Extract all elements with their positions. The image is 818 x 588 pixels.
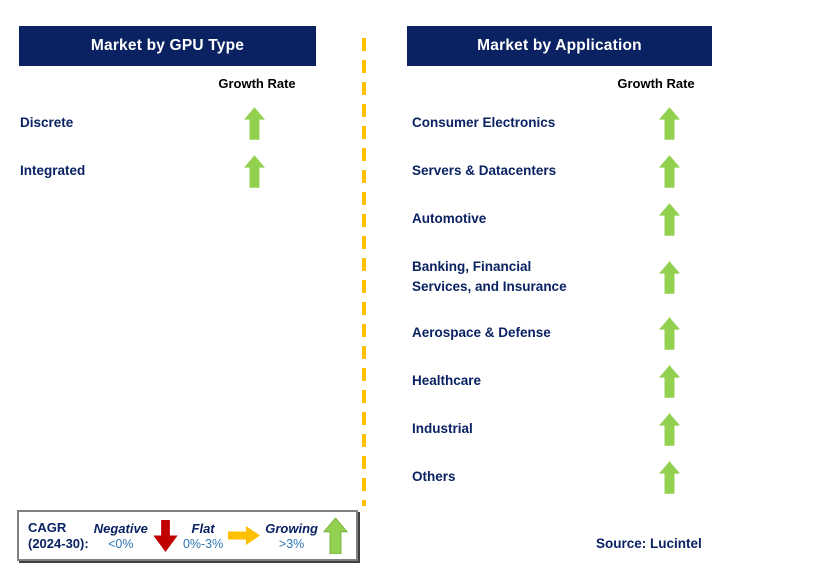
legend-flat-label: Flat — [191, 520, 215, 536]
legend-entry-flat: Flat 0%-3% — [182, 520, 261, 551]
legend-title-line2: (2024-30): — [28, 535, 89, 551]
growing-up-arrow-icon — [322, 516, 349, 554]
flat-right-arrow-icon — [228, 526, 261, 545]
segment-row-banking-financial-insurance: Banking, Financial Services, and Insuran… — [412, 253, 680, 301]
segment-label: Consumer Electronics — [412, 115, 556, 131]
segment-row-automotive: Automotive — [412, 195, 680, 243]
negative-down-arrow-icon — [153, 519, 178, 552]
growing-up-arrow-icon — [659, 460, 680, 494]
growing-up-arrow-icon — [659, 316, 680, 350]
segment-label: Discrete — [20, 115, 74, 131]
segment-row-industrial: Industrial — [412, 405, 680, 453]
segment-row-integrated: Integrated — [20, 147, 265, 195]
segment-label: Automotive — [412, 211, 487, 227]
growing-up-arrow-icon — [244, 106, 265, 140]
legend-negative-range: <0% — [108, 536, 134, 551]
segment-row-healthcare: Healthcare — [412, 357, 680, 405]
growing-up-arrow-icon — [659, 202, 680, 236]
legend-negative-label: Negative — [93, 520, 148, 536]
right-growth-rate-label: Growth Rate — [617, 76, 695, 91]
growing-up-arrow-icon — [659, 412, 680, 446]
segment-label: Banking, Financial Services, and Insuran… — [412, 259, 567, 294]
segment-label: Aerospace & Defense — [412, 325, 551, 341]
legend-growing-label: Growing — [265, 520, 318, 536]
growing-up-arrow-icon — [659, 106, 680, 140]
segment-label: Servers & Datacenters — [412, 163, 557, 179]
segment-row-discrete: Discrete — [20, 99, 265, 147]
segment-label: Healthcare — [412, 373, 482, 389]
growing-up-arrow-icon — [659, 364, 680, 398]
legend-entry-negative: Negative <0% — [93, 519, 178, 552]
growing-up-arrow-icon — [244, 154, 265, 188]
segment-label: Integrated — [20, 163, 86, 179]
growing-up-arrow-icon — [659, 260, 680, 294]
segment-row-aerospace-defense: Aerospace & Defense — [412, 309, 680, 357]
source-attribution: Source: Lucintel — [596, 536, 702, 551]
segment-row-consumer-electronics: Consumer Electronics — [412, 99, 680, 147]
dashed-divider — [362, 38, 366, 506]
legend-entry-growing: Growing >3% — [265, 516, 349, 554]
left-growth-rate-label: Growth Rate — [218, 76, 296, 91]
legend-flat-range: 0%-3% — [182, 536, 224, 551]
legend-title-line1: CAGR — [28, 520, 67, 536]
segment-row-others: Others — [412, 453, 680, 501]
segment-label: Others — [412, 469, 456, 485]
legend-growing-range: >3% — [278, 536, 305, 551]
growing-up-arrow-icon — [659, 154, 680, 188]
segment-row-servers-datacenters: Servers & Datacenters — [412, 147, 680, 195]
right-panel-header: Market by Application — [407, 26, 712, 66]
cagr-legend-box: CAGR (2024-30): Negative <0% Flat 0%-3% … — [17, 510, 358, 561]
legend-title: CAGR (2024-30): — [28, 520, 89, 551]
left-panel-header: Market by GPU Type — [19, 26, 316, 66]
segment-label: Industrial — [412, 421, 473, 437]
